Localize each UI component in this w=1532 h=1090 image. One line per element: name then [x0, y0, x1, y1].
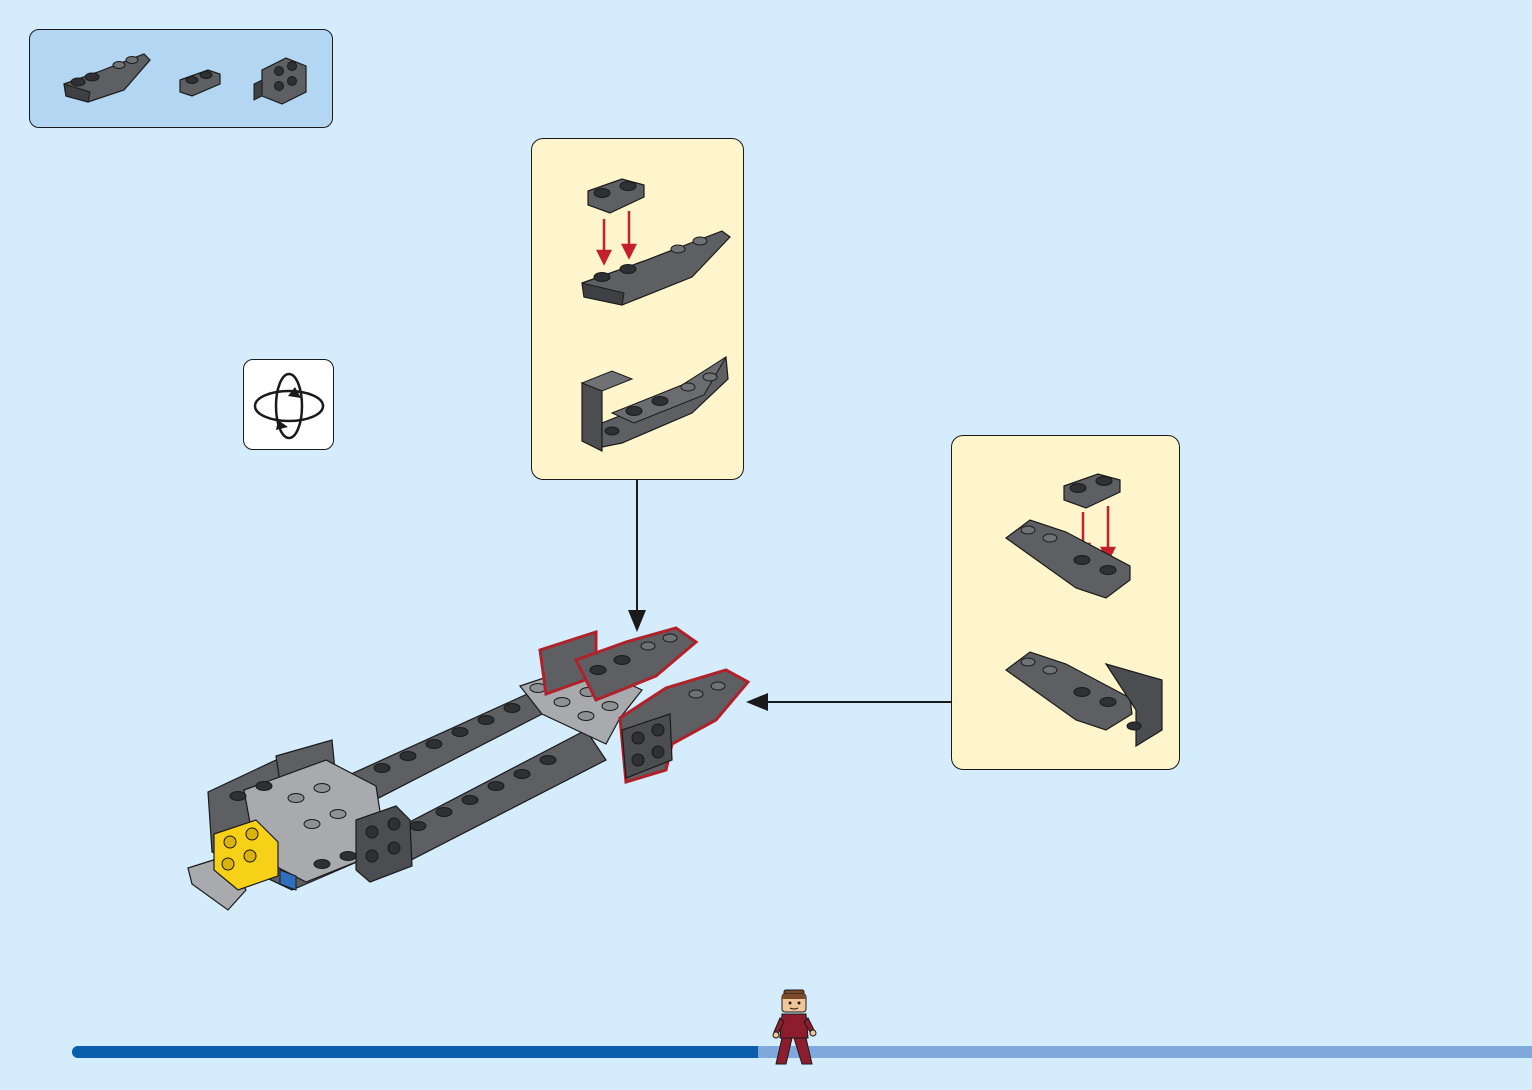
- walking-minifigure-icon: [772, 988, 818, 1070]
- progress-bar-fill: [72, 1046, 758, 1058]
- main-model-assembly: [186, 620, 756, 912]
- connector-arrow-left-icon: [746, 693, 951, 711]
- connector-arrow-down-icon: [628, 480, 646, 632]
- highlighted-right-fin: [620, 670, 748, 782]
